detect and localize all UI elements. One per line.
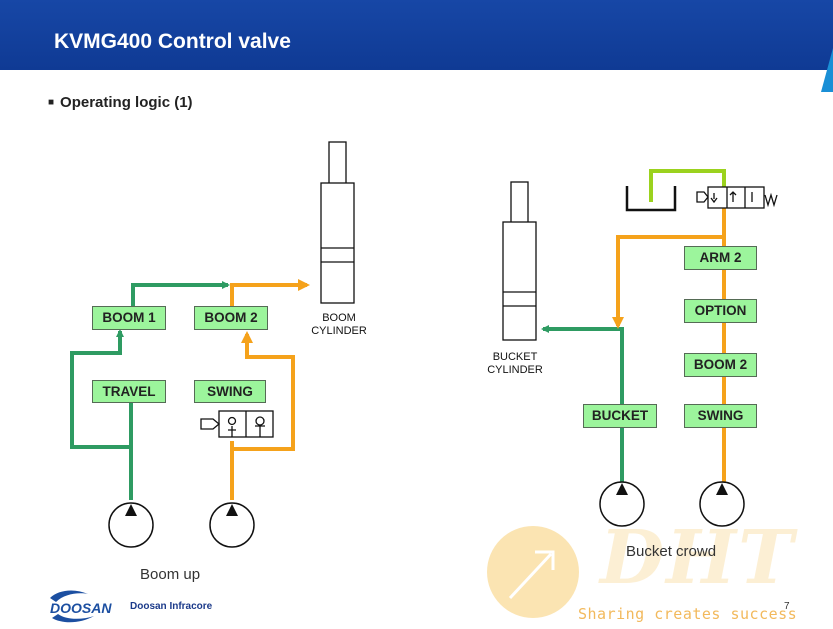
left-pump-2-icon	[209, 502, 255, 548]
solenoid-valve-icon	[696, 186, 778, 209]
bullet-icon: ■	[48, 97, 55, 108]
subtitle-text: Operating logic (1)	[60, 94, 193, 111]
footer-company: Doosan Infracore	[130, 601, 213, 612]
header-corner-accent	[821, 48, 833, 92]
left-pump-1-icon	[108, 502, 154, 548]
boom-cylinder-label-line2: CYLINDER	[311, 324, 367, 337]
bucket-cylinder-label-line1: BUCKET	[492, 351, 538, 363]
doosan-logo: DOOSAN	[48, 588, 126, 629]
block-swing-left: SWING	[194, 380, 266, 403]
right-green-circuit	[548, 327, 624, 485]
section-subtitle: ■ Operating logic (1)	[48, 94, 193, 111]
block-boom1: BOOM 1	[92, 306, 166, 330]
caption-bucket-crowd: Bucket crowd	[626, 543, 717, 560]
block-swing-right: SWING	[684, 404, 757, 428]
page-title: KVMG400 Control valve	[54, 30, 291, 53]
watermark-logo-text: DHT	[600, 515, 796, 601]
header-bar: KVMG400 Control valve	[0, 0, 833, 92]
watermark-tagline: Sharing creates success	[578, 605, 798, 623]
left-orange-circuit	[230, 283, 300, 500]
boom-cylinder-icon	[320, 141, 355, 304]
boom-cylinder-label: BOOM CYLINDER	[300, 312, 378, 337]
doosan-logo-icon: DOOSAN	[50, 590, 112, 623]
block-boom2-left: BOOM 2	[194, 306, 268, 330]
doosan-logo-text: DOOSAN	[50, 600, 112, 616]
right-pilot-line	[649, 169, 726, 202]
caption-boom-up: Boom up	[140, 566, 201, 583]
block-boom2-right: BOOM 2	[684, 353, 757, 377]
right-pump-1-icon	[599, 481, 645, 527]
left-check-valve-icon	[200, 410, 274, 438]
block-travel: TRAVEL	[92, 380, 166, 403]
block-arm2: ARM 2	[684, 246, 757, 270]
block-option: OPTION	[684, 299, 757, 323]
left-green-circuit	[70, 283, 228, 500]
block-bucket: BUCKET	[583, 404, 657, 428]
watermark-arrow-icon	[508, 550, 555, 600]
bucket-cylinder-icon	[502, 181, 537, 341]
tank-icon	[625, 186, 677, 212]
right-pump-2-icon	[699, 481, 745, 527]
bucket-cylinder-label: BUCKET CYLINDER	[476, 351, 554, 376]
bucket-cylinder-label-line2: CYLINDER	[487, 363, 543, 376]
page-number: 7	[784, 601, 790, 612]
watermark	[487, 526, 579, 618]
boom-cylinder-label-line1: BOOM	[322, 312, 356, 324]
